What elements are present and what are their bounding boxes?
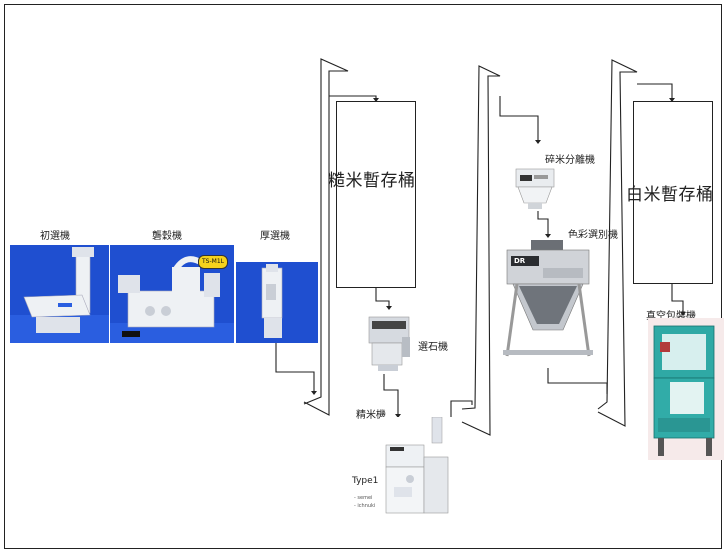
arrowhead-destoner	[386, 306, 392, 310]
white-rice-tank-label: 白米暫存桶	[626, 185, 714, 205]
flow-line-destoner-to-polisher	[383, 374, 399, 417]
polisher-type-line1: - semei	[354, 495, 373, 501]
destoner-photo	[366, 313, 412, 373]
flow-line-separator-to-sorter	[537, 206, 549, 237]
brown-rice-tank	[336, 101, 416, 288]
arrowhead-sorter	[545, 234, 551, 238]
thickness-grader-label: 厚選機	[260, 231, 290, 242]
arrowhead-separator	[535, 140, 541, 144]
arrowhead-white-tank	[669, 98, 675, 102]
polisher-type-line2: - ichnuki	[354, 503, 376, 509]
diagram-frame	[4, 4, 722, 549]
pre-cleaner-label: 初選機	[40, 231, 70, 242]
vacuum-packer-label: 真空包裝機	[646, 311, 696, 322]
flow-line-elevator2-to-separator	[499, 96, 539, 143]
destoner-label: 選石機	[418, 342, 448, 353]
flow-line-elevator3-to-tank	[637, 83, 673, 101]
arrowhead-polisher	[395, 414, 401, 418]
color-sorter-brand: DR	[514, 257, 526, 265]
bucket-elevator-3	[597, 59, 638, 427]
thickness-grader-photo	[236, 262, 318, 343]
rice-polisher-label: 精米機	[356, 410, 386, 421]
broken-rice-separator-photo	[512, 163, 558, 211]
husker-label: 礱穀機	[152, 231, 182, 242]
flow-line-polisher-to-elevator2	[450, 400, 473, 417]
bucket-elevator-2	[461, 65, 501, 436]
flow-line-tank-to-packer	[671, 284, 684, 315]
husker-photo: TS-M1L	[110, 245, 234, 343]
flow-line-grader-to-elevator1	[275, 343, 315, 394]
white-rice-tank	[633, 101, 713, 284]
arrowhead-packer	[680, 312, 686, 316]
flow-line-sorter-to-elevator3	[547, 368, 608, 394]
rice-polisher-photo	[380, 417, 454, 517]
brown-rice-tank-label: 糙米暫存桶	[328, 171, 416, 191]
pre-cleaner-photo	[10, 245, 109, 343]
color-sorter-label: 色彩選別機	[568, 230, 618, 241]
arrowhead-elevator1	[311, 391, 317, 395]
bucket-elevator-1	[303, 58, 349, 416]
vacuum-packer-photo	[648, 318, 724, 460]
flow-line-tank-to-destoner	[375, 288, 390, 309]
husker-badge: TS-M1L	[198, 255, 228, 269]
arrowhead-tank-top	[373, 98, 379, 102]
polisher-type-title: Type1	[352, 476, 379, 486]
color-sorter-photo: DR	[499, 238, 596, 361]
broken-rice-separator-label: 碎米分離機	[545, 155, 595, 166]
